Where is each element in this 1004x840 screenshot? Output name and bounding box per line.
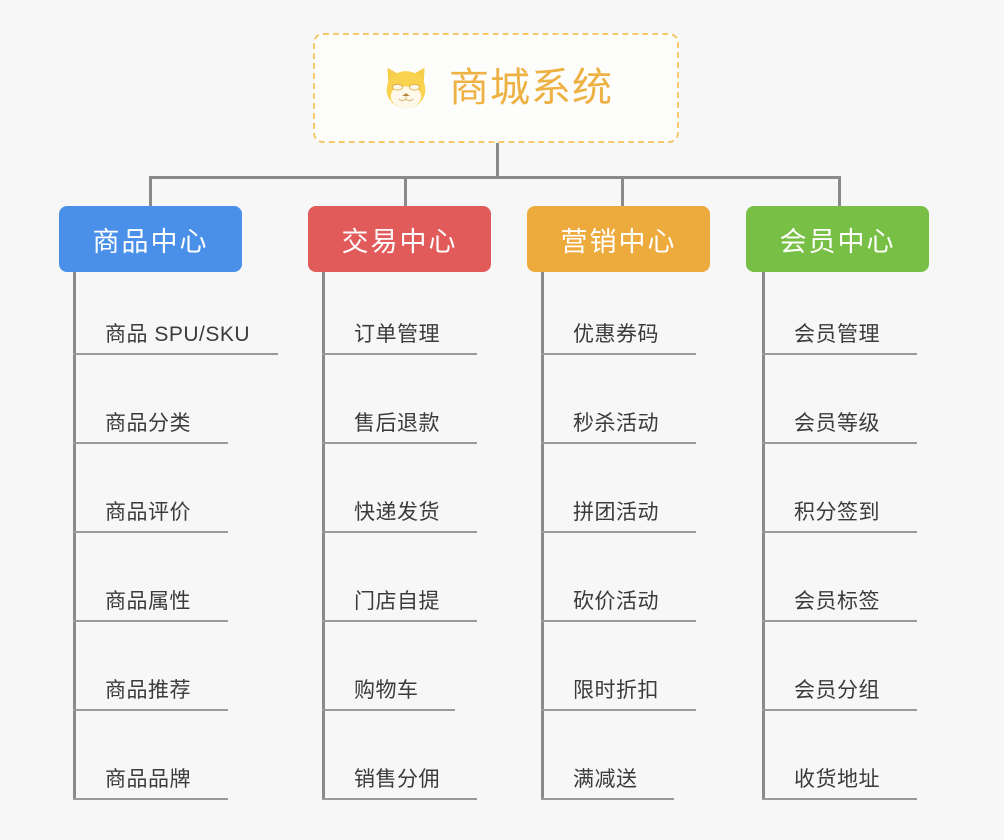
- leaf-item-rule: [73, 531, 228, 533]
- leaf-item-rule: [762, 798, 917, 800]
- category-header-label: 会员中心: [779, 226, 896, 257]
- leaf-item-rule: [322, 709, 455, 711]
- leaf-item-rule: [762, 353, 917, 355]
- leaf-item-label: 购物车: [354, 679, 419, 702]
- leaf-item-label: 满减送: [573, 768, 638, 791]
- leaf-item-label: 秒杀活动: [573, 412, 659, 435]
- leaf-item-label: 商品品牌: [105, 768, 191, 791]
- leaf-item-rule: [322, 442, 477, 444]
- leaf-item-label: 商品 SPU/SKU: [105, 323, 251, 346]
- category-header-label: 交易中心: [341, 226, 458, 257]
- leaf-item-rule: [322, 798, 477, 800]
- horizontal-bus-connector: [149, 176, 841, 179]
- leaf-item-label: 门店自提: [354, 590, 440, 613]
- leaf-item-label: 商品属性: [105, 590, 191, 613]
- leaf-item-label: 限时折扣: [573, 679, 659, 702]
- leaf-item-rule: [322, 531, 477, 533]
- leaf-item-label: 收货地址: [794, 768, 880, 791]
- leaf-item-label: 商品评价: [105, 501, 191, 524]
- root-stem-connector: [496, 143, 499, 179]
- leaf-item-rule: [73, 620, 228, 622]
- category-header-1[interactable]: 商品中心: [59, 206, 242, 272]
- leaf-item-rule: [322, 620, 477, 622]
- leaf-item-label: 积分签到: [794, 501, 880, 524]
- column-trunk-4: [762, 272, 765, 800]
- leaf-item-rule: [762, 620, 917, 622]
- leaf-item-rule: [73, 798, 228, 800]
- leaf-item-label: 会员等级: [794, 412, 880, 435]
- leaf-item-rule: [762, 709, 917, 711]
- leaf-item-rule: [762, 442, 917, 444]
- category-header-3[interactable]: 营销中心: [527, 206, 710, 272]
- category-header-2[interactable]: 交易中心: [308, 206, 491, 272]
- category-header-label: 商品中心: [92, 226, 209, 257]
- drop-connector-1: [149, 176, 152, 208]
- column-trunk-2: [322, 272, 325, 800]
- leaf-item-rule: [541, 531, 696, 533]
- leaf-item-rule: [73, 353, 278, 355]
- category-header-label: 营销中心: [560, 226, 677, 257]
- leaf-item-label: 优惠券码: [573, 323, 659, 346]
- leaf-item-label: 拼团活动: [573, 501, 659, 524]
- leaf-item-rule: [541, 620, 696, 622]
- leaf-item-rule: [322, 353, 477, 355]
- leaf-item-label: 商品分类: [105, 412, 191, 435]
- drop-connector-2: [404, 176, 407, 208]
- leaf-item-label: 会员标签: [794, 590, 880, 613]
- leaf-item-label: 会员分组: [794, 679, 880, 702]
- drop-connector-3: [621, 176, 624, 208]
- leaf-item-label: 会员管理: [794, 323, 880, 346]
- leaf-item-label: 售后退款: [354, 412, 440, 435]
- drop-connector-4: [838, 176, 841, 208]
- shiba-dog-icon: [386, 67, 426, 109]
- root-title: 商城系统: [449, 66, 613, 110]
- leaf-item-rule: [541, 798, 674, 800]
- category-header-4[interactable]: 会员中心: [746, 206, 929, 272]
- leaf-item-rule: [762, 531, 917, 533]
- leaf-item-label: 订单管理: [354, 323, 440, 346]
- leaf-item-label: 快递发货: [354, 501, 440, 524]
- column-trunk-1: [73, 272, 76, 800]
- leaf-item-rule: [541, 353, 696, 355]
- leaf-item-label: 销售分佣: [354, 768, 440, 791]
- leaf-item-rule: [541, 442, 696, 444]
- leaf-item-rule: [73, 709, 228, 711]
- leaf-item-label: 商品推荐: [105, 679, 191, 702]
- root-node[interactable]: 商城系统: [313, 33, 679, 143]
- leaf-item-rule: [73, 442, 228, 444]
- leaf-item-label: 砍价活动: [573, 590, 659, 613]
- leaf-item-rule: [541, 709, 696, 711]
- column-trunk-3: [541, 272, 544, 800]
